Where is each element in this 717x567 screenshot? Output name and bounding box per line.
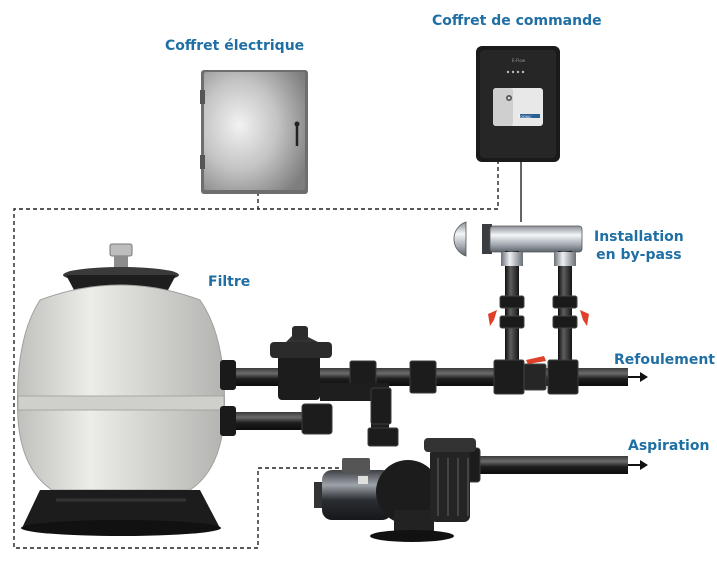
suction-pipe: [472, 456, 628, 474]
multiport-valve: [270, 326, 332, 400]
label-coffret-commande: Coffret de commande: [432, 13, 602, 29]
label-installation-line1: Installation: [594, 229, 684, 245]
control-box-brand: E-Flow: [512, 58, 526, 63]
bypass-pipe-right: [558, 251, 572, 371]
sand-filter: [17, 243, 236, 536]
refoulement-arrow-icon: [640, 372, 648, 382]
bypass-valve-right: [552, 295, 589, 329]
label-filtre: Filtre: [208, 274, 251, 290]
bypass-pipe-left: [505, 251, 519, 371]
bypass-valve-left: [488, 295, 525, 329]
dashed-cable-command: [258, 160, 499, 210]
label-installation-bypass: Installation en by-pass: [594, 228, 684, 264]
label-refoulement: Refoulement: [614, 352, 715, 368]
label-coffret-electrique: Coffret électrique: [165, 38, 305, 54]
pump: [314, 438, 476, 542]
main-valve: [523, 356, 547, 391]
control-box-front-label: ZODIAC: [518, 115, 532, 119]
control-box: ZODIAC E-Flow: [476, 46, 560, 162]
bypass-cell: [453, 221, 583, 257]
label-installation-line2: en by-pass: [596, 247, 682, 263]
label-aspiration: Aspiration: [628, 438, 710, 454]
electrical-panel: [200, 70, 308, 194]
aspiration-arrow-icon: [640, 460, 648, 470]
